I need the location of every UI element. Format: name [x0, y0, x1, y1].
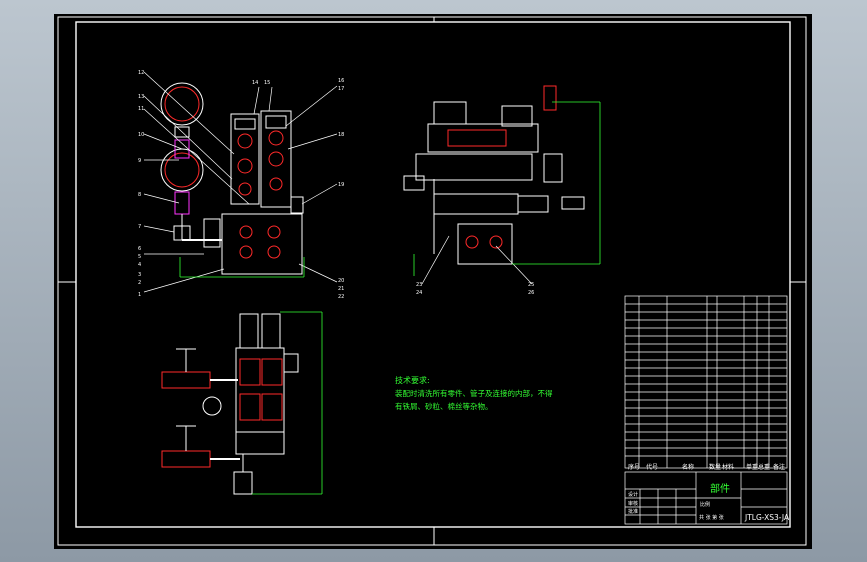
- checker-label: 审核: [628, 500, 638, 507]
- balloon-label: 4: [138, 262, 141, 268]
- drawing-title: 部件: [710, 482, 730, 495]
- balloon-label: 7: [138, 224, 141, 230]
- balloon-label: 26: [528, 290, 534, 296]
- bom-header-code: 代号: [646, 463, 658, 471]
- balloon-label: 11: [138, 106, 144, 112]
- balloon-label: 23: [416, 282, 422, 288]
- tech-requirements-line-1: 装配时清洗所有零件、管子及连接的内部，不得: [395, 388, 553, 398]
- bom-header-qty: 数量: [709, 463, 721, 471]
- drawing-number: JTLG-XS3-JA: [744, 513, 790, 522]
- tech-requirements-title: 技术要求:: [395, 375, 430, 385]
- balloon-label: 12: [138, 70, 144, 76]
- balloon-label: 22: [338, 294, 344, 300]
- balloon-label: 14: [252, 80, 258, 86]
- balloon-label: 24: [416, 290, 422, 296]
- approver-label: 批准: [628, 508, 638, 515]
- side-view: [403, 85, 601, 285]
- tech-requirements-line-2: 有铁屑、砂粒、棉丝等杂物。: [395, 401, 493, 411]
- balloon-label: 8: [138, 192, 141, 198]
- balloon-label: 2: [138, 280, 141, 286]
- cad-viewport[interactable]: 序号 代号 名称 数量 材料 单重 总重 备注 部件 JTLG-XS3-JA 设…: [54, 14, 812, 549]
- assembly-drawing: 序号 代号 名称 数量 材料 单重 总重 备注 部件 JTLG-XS3-JA 设…: [57, 16, 807, 546]
- scale-label: 比例: [700, 501, 710, 508]
- balloon-label: 6: [138, 246, 141, 252]
- balloon-label: 17: [338, 86, 344, 92]
- sheet-label: 共 张 第 张: [699, 514, 724, 521]
- bom-header-name: 名称: [682, 463, 694, 471]
- balloon-label: 15: [264, 80, 270, 86]
- bom-header-material: 材料: [722, 463, 734, 471]
- balloon-label: 18: [338, 132, 344, 138]
- balloon-label: 25: [528, 282, 534, 288]
- bom-header-total-weight: 总重: [758, 463, 770, 471]
- balloon-label: 3: [138, 272, 141, 278]
- front-view: [143, 71, 338, 293]
- bom-header-index: 序号: [628, 463, 640, 471]
- balloon-label: 21: [338, 286, 344, 292]
- drawing-frame: [57, 16, 807, 546]
- balloon-label: 19: [338, 182, 344, 188]
- designer-label: 设计: [628, 491, 638, 498]
- bom-table: 序号 代号 名称 数量 材料 单重 总重 备注: [624, 295, 788, 471]
- balloon-label: 20: [338, 278, 344, 284]
- balloon-label: 16: [338, 78, 344, 84]
- balloon-label: 1: [138, 292, 141, 298]
- balloon-label: 9: [138, 158, 141, 164]
- bom-header-remark: 备注: [773, 463, 785, 471]
- bom-header-unit-weight: 单重: [746, 463, 758, 471]
- balloon-label: 5: [138, 254, 141, 260]
- balloon-label: 10: [138, 132, 144, 138]
- title-block: 部件 JTLG-XS3-JA 设计 审核 批准 比例 共 张 第 张: [624, 471, 790, 525]
- balloon-label: 13: [138, 94, 144, 100]
- top-view: [161, 311, 323, 495]
